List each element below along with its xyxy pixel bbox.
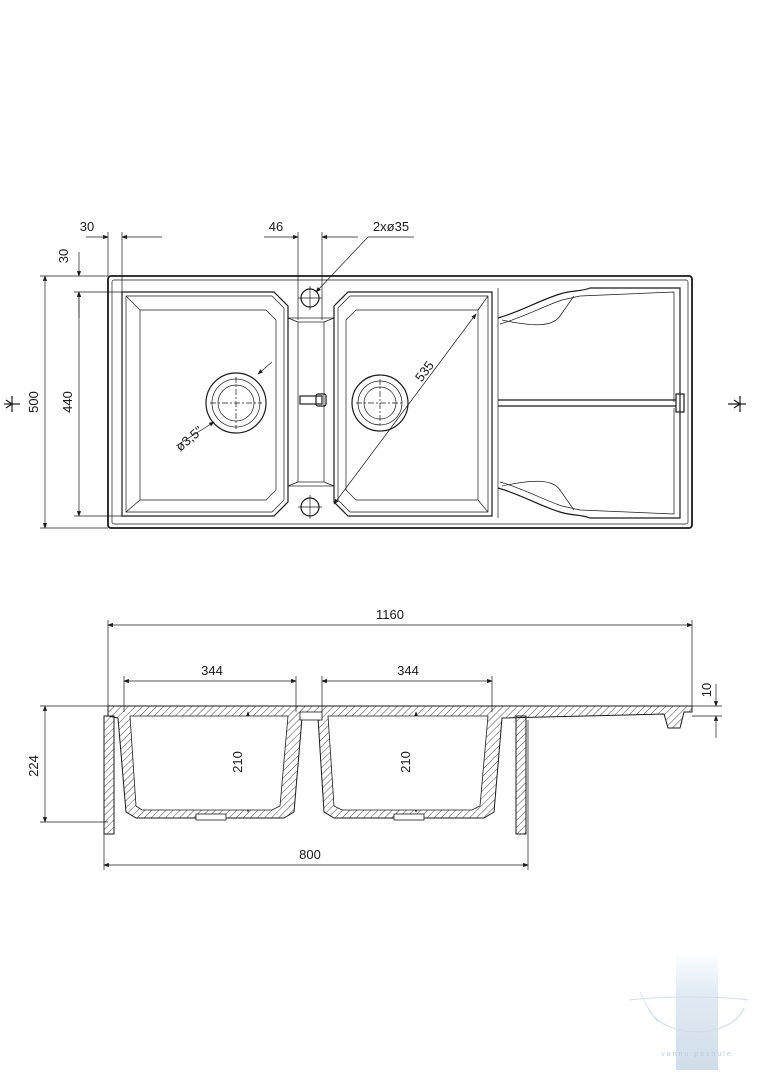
dim-drain-diameter: ø3,5" <box>173 423 206 454</box>
drainer-board <box>497 287 685 519</box>
sink-outline <box>107 275 693 529</box>
dim-440-height: 440 <box>60 391 75 413</box>
tap-hole-top-icon <box>298 286 322 310</box>
cabinet-wall-right <box>515 715 527 835</box>
dim-10-lip: 10 <box>699 683 714 697</box>
watermark-logo: vannu pasaule <box>629 952 749 1070</box>
sink-inner-rim <box>111 279 689 525</box>
dim-tap-holes: 2xø35 <box>373 219 409 234</box>
dim-344-bowl-right: 344 <box>397 663 419 678</box>
tap-hole-bottom-icon <box>298 495 322 519</box>
cabinet-wall-left <box>103 715 115 835</box>
dim-30-height: 30 <box>56 249 71 263</box>
dim-1160-total: 1160 <box>376 607 404 622</box>
dim-535-diagonal: 535 <box>412 358 437 384</box>
sink-cross-section <box>107 705 693 821</box>
dim-500-height: 500 <box>26 391 41 413</box>
side-dimensions <box>40 620 722 870</box>
dim-210-depth-right: 210 <box>398 751 413 773</box>
dim-800-cabinet: 800 <box>299 847 321 862</box>
bowl-divider <box>287 317 335 487</box>
dim-30-width: 30 <box>80 219 94 234</box>
dim-210-depth-left: 210 <box>230 751 245 773</box>
dim-46-gap: 46 <box>269 219 283 234</box>
dim-224-height: 224 <box>26 755 41 777</box>
right-drain-icon <box>351 374 409 432</box>
top-dimensions <box>4 232 746 529</box>
dim-344-bowl-left: 344 <box>201 663 223 678</box>
left-drain-icon <box>205 372 267 434</box>
side-view: 1160 344 344 210 210 224 10 800 <box>26 607 722 870</box>
watermark-text: vannu pasaule <box>661 1051 733 1058</box>
top-view: 30 30 46 2xø35 535 ø3,5" 500 440 <box>4 219 746 529</box>
left-bowl <box>121 291 289 517</box>
